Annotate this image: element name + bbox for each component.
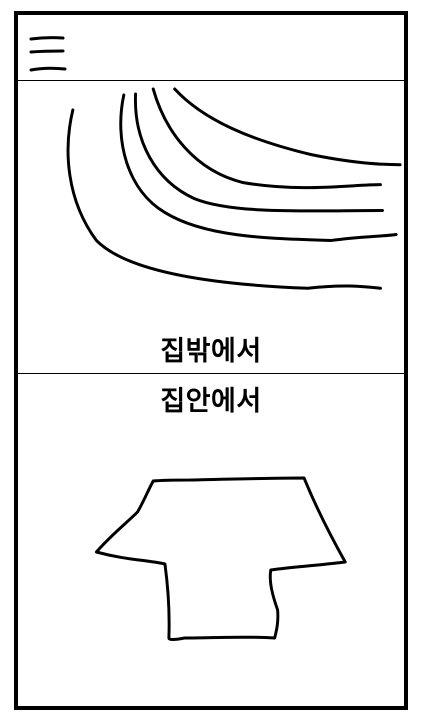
house-outline-illustration (94, 476, 347, 641)
hamburger-menu-icon (29, 36, 67, 72)
curved-lines-illustration (66, 87, 402, 290)
inside-label: 집안에서 (160, 386, 262, 417)
inside-section[interactable]: 집안에서 (18, 374, 404, 706)
menu-button[interactable] (28, 31, 72, 75)
outside-section[interactable]: 집밖에서 (18, 81, 404, 374)
house-outline-shape (94, 476, 347, 641)
outside-label: 집밖에서 (160, 336, 262, 367)
curve-line-1 (66, 108, 382, 290)
curve-line-5 (173, 87, 402, 167)
app-frame: 집밖에서 집안에서 (14, 11, 408, 710)
top-bar (18, 15, 404, 81)
curve-line-4 (151, 87, 382, 190)
curve-line-3 (134, 92, 384, 213)
curve-line-2 (119, 93, 398, 242)
